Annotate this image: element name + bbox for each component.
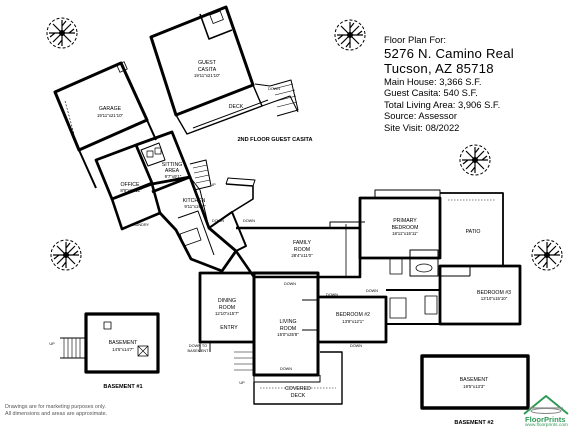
brand-name: FloorPrints	[525, 415, 566, 424]
basement1-dims: 14'5"x14'7"	[112, 347, 134, 352]
guest-casita-dims: 19'11"x21'10"	[194, 73, 221, 78]
primary-bedroom-label: BEDROOM	[392, 225, 419, 231]
sitting-dims: 9'7"x9'1"	[165, 174, 182, 179]
tree-icon	[46, 17, 78, 49]
laundry-label: LAUNDRY	[131, 223, 150, 227]
property-info: Floor Plan For: 5276 N. Camino Real Tucs…	[384, 34, 514, 133]
living-walls	[252, 271, 320, 377]
info-street: 5276 N. Camino Real	[384, 46, 514, 61]
brand-url: www.floorprints.com	[525, 423, 568, 428]
entry-label: ENTRY	[220, 325, 238, 331]
down-label: DOWN	[326, 293, 338, 297]
family-room-walls	[234, 226, 362, 279]
basement2-caption: BASEMENT #2	[454, 420, 493, 426]
down-label: DOWN	[280, 367, 292, 371]
brand-logo: FloorPrints www.floorprints.com	[521, 392, 576, 432]
kitchen-dims: 9'11"x19'7"	[184, 204, 206, 209]
deck-label: DECK	[229, 104, 244, 110]
up-label: UP	[210, 183, 216, 187]
bedroom2-label: BEDROOM #2	[336, 312, 370, 318]
basement2-dims: 19'5"x13'3"	[463, 384, 485, 389]
basement1-label: BASEMENT	[109, 340, 138, 346]
disclaimer-line: Drawings are for marketing purposes only…	[5, 404, 106, 410]
info-source: Source: Assessor	[384, 110, 457, 122]
kitchen-label: KITCHEN	[183, 198, 206, 204]
basement2-label: BASEMENT	[460, 377, 489, 383]
primary-bedroom-walls	[358, 196, 442, 260]
office-dims: 8'9"x13'11"	[120, 188, 142, 193]
down-label: DOWN	[243, 219, 255, 223]
bedroom3-label: BEDROOM #3	[477, 290, 511, 296]
tree-icon	[531, 239, 563, 271]
dining-label: DINING	[218, 298, 236, 304]
tree-icon	[459, 144, 491, 176]
living-room-label: LIVING	[279, 319, 296, 325]
garage-label: GARAGE	[99, 106, 122, 112]
garage-dims: 19'11"x21'10"	[97, 113, 124, 118]
second-floor-caption: 2ND FLOOR GUEST CASITA	[237, 137, 312, 143]
room-labels: GUEST CASITA 19'11"x21'10" DECK GARAGE 1…	[97, 60, 511, 399]
down-label: DOWN	[366, 289, 378, 293]
kitchen-walls	[151, 175, 238, 273]
office-label: OFFICE	[120, 182, 140, 188]
disclaimer-line: All dimensions and areas are approximate…	[5, 411, 108, 417]
primary-bedroom-label: PRIMARY	[393, 218, 417, 224]
covered-deck-walls	[253, 351, 343, 405]
down-to-basement-label: BASEMENT	[188, 349, 210, 353]
basement2-walls	[420, 354, 530, 410]
info-total-area: Total Living Area: 3,906 S.F.	[384, 98, 501, 110]
down-label: DOWN	[350, 344, 362, 348]
guest-casita-label: GUEST	[198, 60, 217, 66]
family-room-label: ROOM	[294, 247, 310, 253]
dining-label: ROOM	[219, 305, 235, 311]
down-label: DOWN	[268, 87, 280, 91]
stair-labels: DOWN DOWN DOWN DOWN DOWN DOWN DOWN DOWN …	[49, 87, 378, 385]
info-main-house: Main House: 3,366 S.F.	[384, 76, 482, 87]
info-guest-casita: Guest Casita: 540 S.F.	[384, 87, 478, 99]
up-label: UP	[239, 381, 245, 385]
disclaimer: Drawings are for marketing purposes only…	[5, 404, 155, 418]
family-room-label: FAMILY	[293, 240, 312, 246]
tree-icon	[50, 239, 82, 271]
guest-casita-label: CASITA	[198, 67, 217, 73]
primary-bedroom-dims: 18'11"x15'11"	[392, 231, 418, 236]
living-room-label: ROOM	[280, 326, 296, 332]
covered-deck-label: DECK	[291, 393, 306, 399]
sitting-label: SITTING	[162, 162, 182, 168]
bedroom3-dims: 13'10"x15'10"	[481, 296, 508, 301]
up-label: UP	[49, 342, 55, 346]
bedroom2-dims: 13'9"x12'1"	[342, 319, 364, 324]
dining-dims: 12'10"x15'7"	[215, 311, 240, 316]
tree-icon	[334, 19, 366, 51]
living-room-dims: 15'0"x25'8"	[277, 332, 299, 337]
down-to-basement-label: DOWN TO	[189, 344, 207, 348]
info-site-visit: Site Visit: 08/2022	[384, 121, 460, 133]
down-label: DOWN	[284, 282, 296, 286]
covered-deck-label: COVERED	[285, 386, 311, 392]
patio-label: PATIO	[466, 229, 481, 235]
sitting-label: AREA	[165, 168, 180, 174]
house-logo-icon	[523, 394, 569, 415]
basement1-caption: BASEMENT #1	[103, 384, 142, 390]
down-label: DOWN	[212, 219, 224, 223]
family-room-dims: 28'4"x11'0"	[291, 253, 313, 258]
info-heading: Floor Plan For:	[384, 34, 446, 45]
info-city: Tucson, AZ 85718	[384, 61, 494, 76]
